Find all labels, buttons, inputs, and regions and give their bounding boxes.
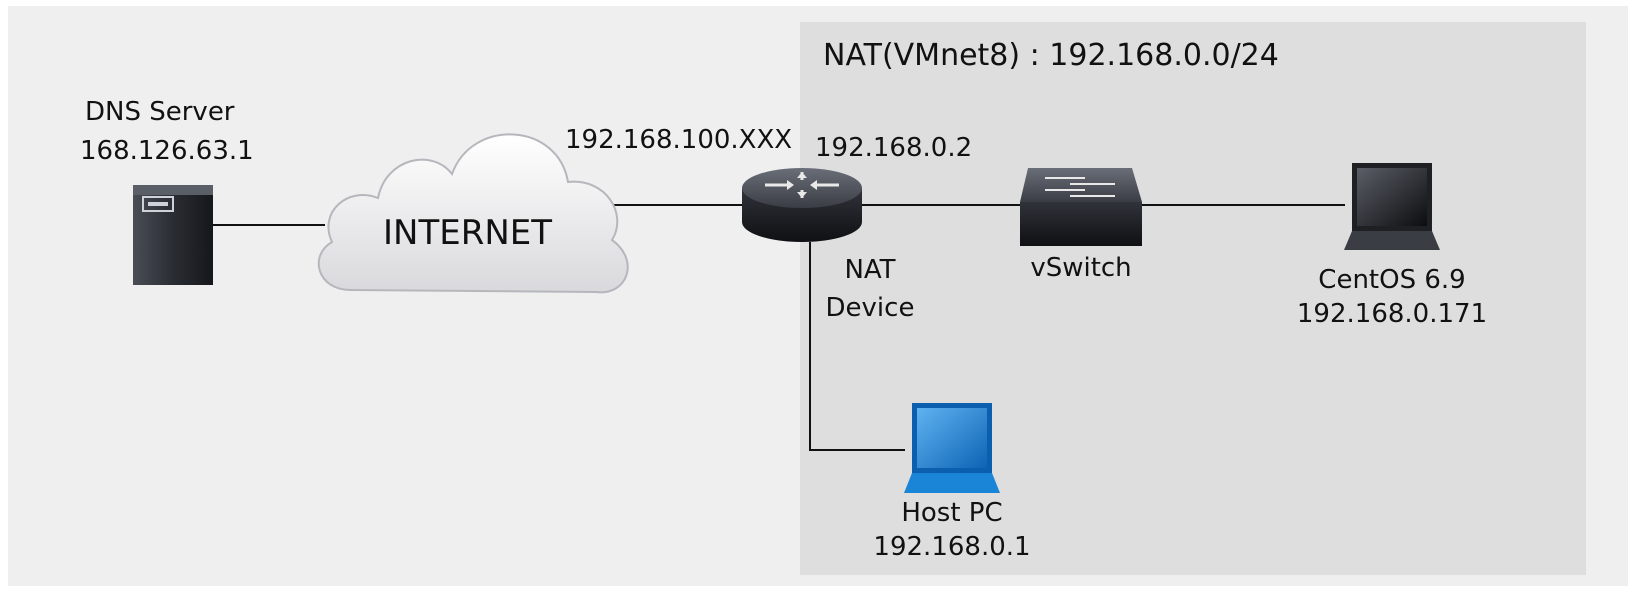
internet-label: INTERNET (383, 213, 553, 253)
host-pc-name: Host PC (901, 498, 1003, 528)
nat-network-title: NAT(VMnet8) : 192.168.0.0/24 (823, 38, 1279, 73)
nat-lan-ip: 192.168.0.2 (815, 133, 973, 163)
laptop-icon (904, 403, 1000, 493)
link-nat-host (809, 242, 905, 451)
nat-device-label-line1: NAT (844, 255, 896, 285)
laptop-icon (1344, 163, 1440, 250)
centos-name: CentOS 6.9 (1318, 265, 1466, 295)
switch-icon (1020, 168, 1142, 246)
dns-server-name: DNS Server (85, 97, 235, 127)
vswitch-label: vSwitch (1030, 253, 1132, 283)
router-icon (742, 168, 862, 242)
centos-ip: 192.168.0.171 (1296, 299, 1488, 329)
server-icon (133, 185, 213, 285)
dns-server-ip: 168.126.63.1 (80, 136, 254, 166)
cloud-icon (317, 133, 629, 294)
nat-device-label-line2: Device (825, 293, 915, 323)
nat-wan-ip: 192.168.100.XXX (565, 125, 793, 155)
host-pc-ip: 192.168.0.1 (873, 532, 1031, 562)
